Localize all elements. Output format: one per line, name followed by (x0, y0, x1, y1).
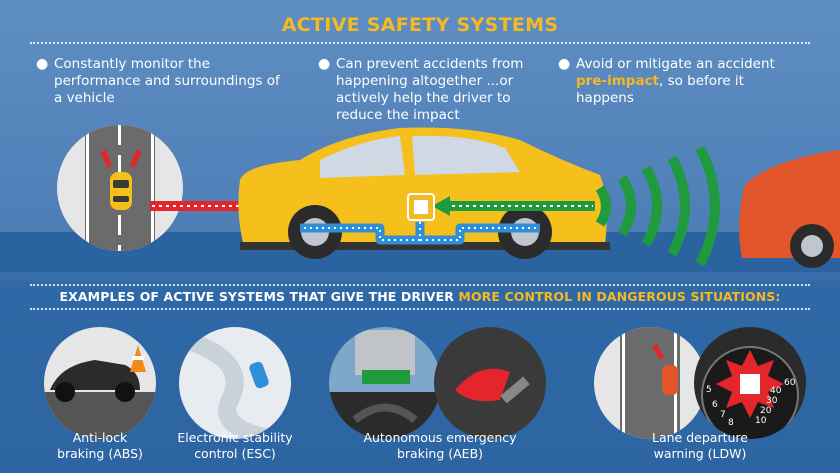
example-label-abs: Anti-lock braking (ABS) (40, 430, 160, 462)
gauge-number: 7 (720, 410, 726, 420)
ldw-lane-circle (594, 327, 706, 439)
gauge-number: 30 (766, 396, 778, 406)
label-line: Lane departure (652, 430, 748, 445)
gauge-number: 60 (784, 378, 796, 388)
top-view-car (110, 172, 132, 210)
gauge-number: 8 (728, 418, 734, 428)
aeb-pedal-circle (434, 327, 546, 439)
page-title: ACTIVE SAFETY SYSTEMS (281, 14, 559, 36)
yellow-car (238, 127, 610, 259)
bullet-dot-icon: ● (558, 56, 571, 72)
bullet-text: Constantly monitor the performance and s… (54, 56, 280, 106)
label-line: braking (AEB) (396, 446, 484, 461)
examples-heading: EXAMPLES OF ACTIVE SYSTEMS THAT GIVE THE… (0, 289, 840, 304)
gauge-number: 6 (712, 400, 718, 410)
divider-middle (30, 284, 810, 286)
divider-top (30, 42, 810, 44)
label-line: control (ESC) (194, 446, 276, 461)
gauge-numbers: 5 6 7 8 10 20 30 40 60 (700, 370, 800, 430)
esc-circle (179, 327, 291, 439)
abs-circle (44, 327, 156, 439)
example-label-esc: Electronic stability control (ESC) (165, 430, 305, 462)
bullet-prevent: ● Can prevent accidents from happening a… (318, 56, 536, 124)
gauge-number: 20 (760, 406, 772, 416)
gauge-number: 40 (770, 386, 782, 396)
bullet-avoid: ● Avoid or mitigate an accident pre-impa… (558, 56, 806, 107)
example-label-aeb: Autonomous emergency braking (AEB) (355, 430, 525, 462)
examples-heading-highlight: MORE CONTROL IN DANGEROUS SITUATIONS: (458, 289, 781, 304)
bullet-monitor: ● Constantly monitor the performance and… (36, 56, 284, 107)
processor-chip-icon (407, 193, 435, 221)
label-line: Anti-lock (72, 430, 128, 445)
monitor-arrow-green (432, 196, 595, 216)
examples-heading-main: EXAMPLES OF ACTIVE SYSTEMS THAT GIVE THE… (59, 289, 454, 304)
ldw-dash-circle (694, 327, 806, 439)
label-line: braking (ABS) (57, 446, 143, 461)
gauge-number: 10 (755, 416, 767, 426)
label-line: Electronic stability (177, 430, 293, 445)
bullet-dot-icon: ● (318, 56, 331, 72)
divider-lower (30, 308, 810, 310)
bullet-text: Can prevent accidents from happening alt… (336, 56, 524, 123)
label-line: warning (LDW) (653, 446, 747, 461)
radar-waves (595, 145, 720, 267)
orange-car (739, 150, 840, 268)
bullet-highlight: pre-impact (576, 73, 660, 89)
bullet-text: , so before it happens (576, 73, 744, 106)
gauge-number: 5 (706, 385, 712, 395)
aeb-cabin-circle (329, 327, 441, 439)
bullet-dot-icon: ● (36, 56, 49, 72)
label-line: Autonomous emergency (363, 430, 517, 445)
example-label-ldw: Lane departure warning (LDW) (640, 430, 760, 462)
bullet-text: Avoid or mitigate an accident (576, 56, 775, 72)
lane-circle (57, 125, 183, 251)
